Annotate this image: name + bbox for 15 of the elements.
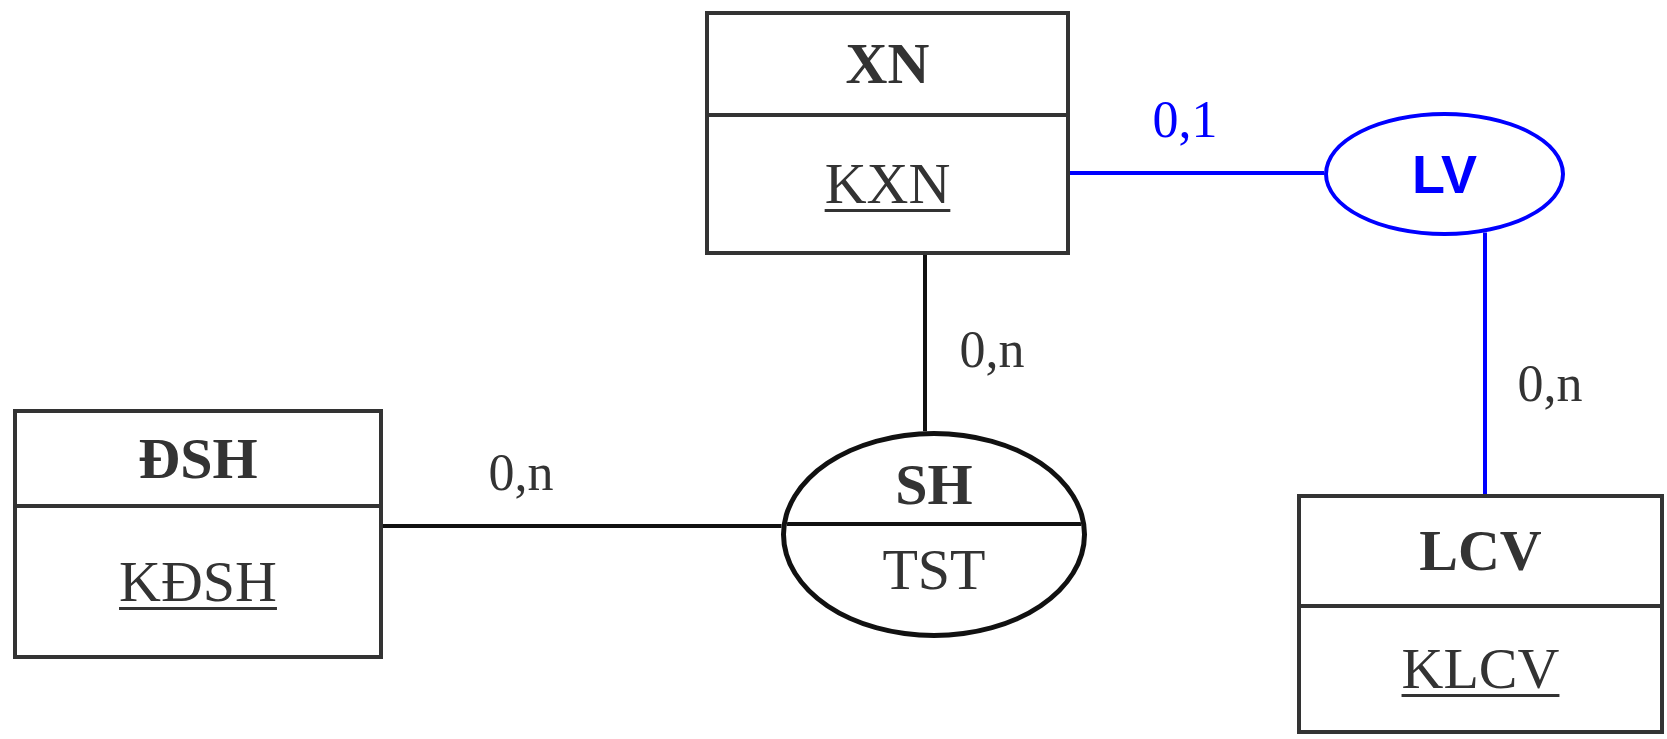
relationship-name: SH	[895, 456, 973, 519]
connector-line	[923, 255, 927, 432]
connector-line	[383, 524, 782, 528]
entity-name: LCV	[1419, 522, 1542, 580]
entity-name: ĐSH	[138, 429, 258, 488]
relationship-attribute: TST	[882, 540, 986, 604]
entity-name: XN	[845, 35, 930, 93]
entity-box	[13, 409, 383, 659]
connector-line	[1070, 171, 1324, 175]
entity-box	[705, 11, 1070, 255]
key-attribute: KLCV	[1401, 640, 1560, 698]
key-attribute: KXN	[824, 155, 951, 213]
key-attribute: KĐSH	[119, 552, 277, 611]
relationship-name: LV	[1412, 147, 1477, 201]
entity-box	[1297, 494, 1664, 734]
